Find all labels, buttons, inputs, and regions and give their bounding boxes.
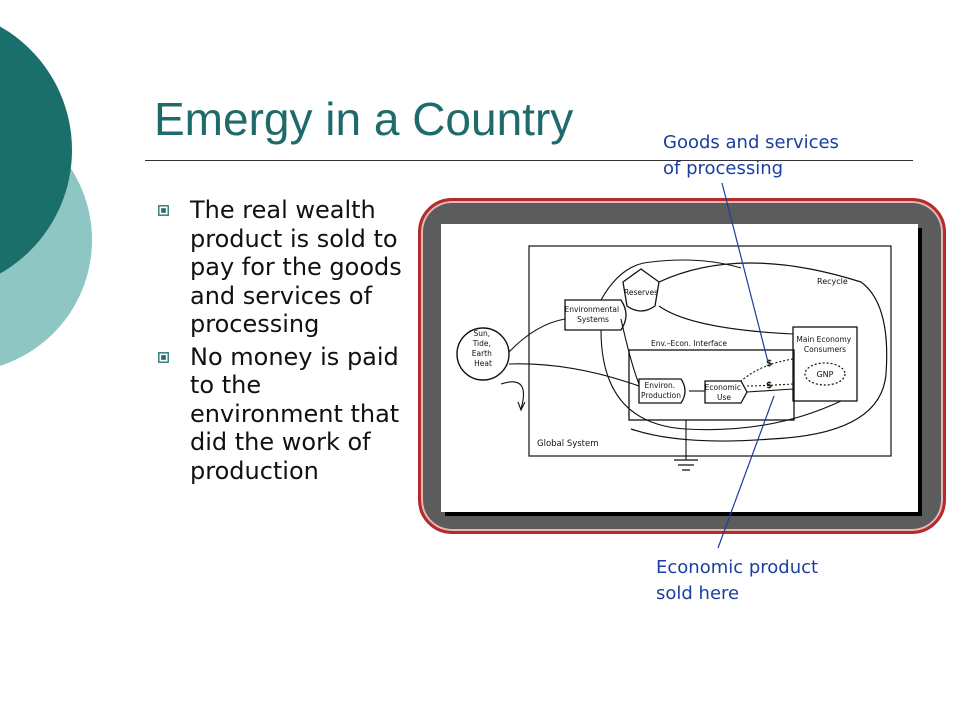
flow-source-environment	[508, 318, 566, 353]
pointer-economic-product	[717, 395, 775, 549]
environ-production-label: Environ. Production	[641, 381, 681, 400]
dollar-sign-upper: $	[766, 359, 772, 369]
interface-label: Env.–Econ. Interface	[651, 339, 727, 348]
dark-circle	[0, 26, 72, 274]
slide-title: Emergy in a Country	[154, 93, 574, 145]
bullet-text: The real wealth product is sold to pay f…	[190, 196, 402, 338]
emergy-diagram: Global System Sun, Tide, Earth Heat Rese…	[456, 245, 892, 471]
source-line: Sun,	[473, 329, 490, 338]
reserves-label: Reserves	[624, 288, 658, 297]
recycle-flow	[630, 262, 888, 442]
title-divider	[145, 160, 913, 161]
interface-box	[628, 349, 795, 421]
use-line: Use	[717, 393, 731, 402]
flow-source-production	[508, 363, 640, 387]
energy-source-circle	[456, 327, 510, 381]
env-line: Systems	[577, 315, 609, 324]
square-bullet-icon	[158, 205, 169, 216]
money-flow-lower	[746, 383, 794, 387]
flow-use-economy	[746, 388, 794, 393]
diagram-paper	[441, 224, 918, 512]
arrowhead-left	[517, 401, 526, 412]
environmental-systems-label: Environmental Systems	[565, 305, 622, 324]
decorative-circles	[0, 26, 92, 366]
heat-sink-icon	[674, 459, 698, 471]
flow-environment-production	[620, 318, 640, 385]
environ-production-box	[638, 378, 686, 404]
environmental-systems-box	[564, 299, 627, 331]
economic-use-label: Economic Use	[705, 383, 744, 402]
economic-use-box	[704, 380, 748, 404]
bullet-text: No money is paid to the environment that…	[190, 342, 400, 485]
pointer-goods-services	[721, 182, 769, 363]
square-bullet-icon	[158, 351, 169, 363]
main-line: Main Economy	[796, 335, 851, 344]
global-system-label: Global System	[537, 439, 599, 449]
bullet-item: No money is paid to the environment that…	[158, 343, 413, 486]
gnp-loop	[804, 362, 846, 386]
callout-economic-product: Economic product sold here	[656, 557, 819, 604]
gnp-label: GNP	[816, 370, 833, 379]
source-line: Earth	[472, 349, 492, 358]
prod-line: Production	[641, 391, 681, 400]
flow-out-left	[500, 381, 525, 410]
top-feedback-flow	[600, 259, 742, 301]
recycle-label: Recycle	[817, 277, 848, 286]
env-line: Environmental	[565, 305, 620, 314]
source-line: Heat	[474, 359, 492, 368]
main-line: Consumers	[804, 345, 846, 354]
source-line: Tide,	[472, 339, 491, 348]
reserves-tank	[622, 268, 660, 312]
use-line: Economic	[705, 383, 741, 392]
dollar-sign-lower: $	[766, 381, 772, 391]
callout-goods-services: Goods and services of processing	[663, 132, 839, 179]
main-economy-box	[792, 326, 858, 402]
bullet-item: The real wealth product is sold to pay f…	[158, 196, 413, 339]
global-system-boundary	[528, 245, 892, 457]
energy-source-label: Sun, Tide, Earth Heat	[472, 329, 495, 368]
main-economy-label: Main Economy Consumers	[796, 335, 853, 354]
bullet-list: The real wealth product is sold to pay f…	[158, 196, 413, 489]
money-flow-upper	[740, 358, 794, 382]
flow-reserves-economy	[658, 305, 794, 335]
prod-line: Environ.	[644, 381, 675, 390]
